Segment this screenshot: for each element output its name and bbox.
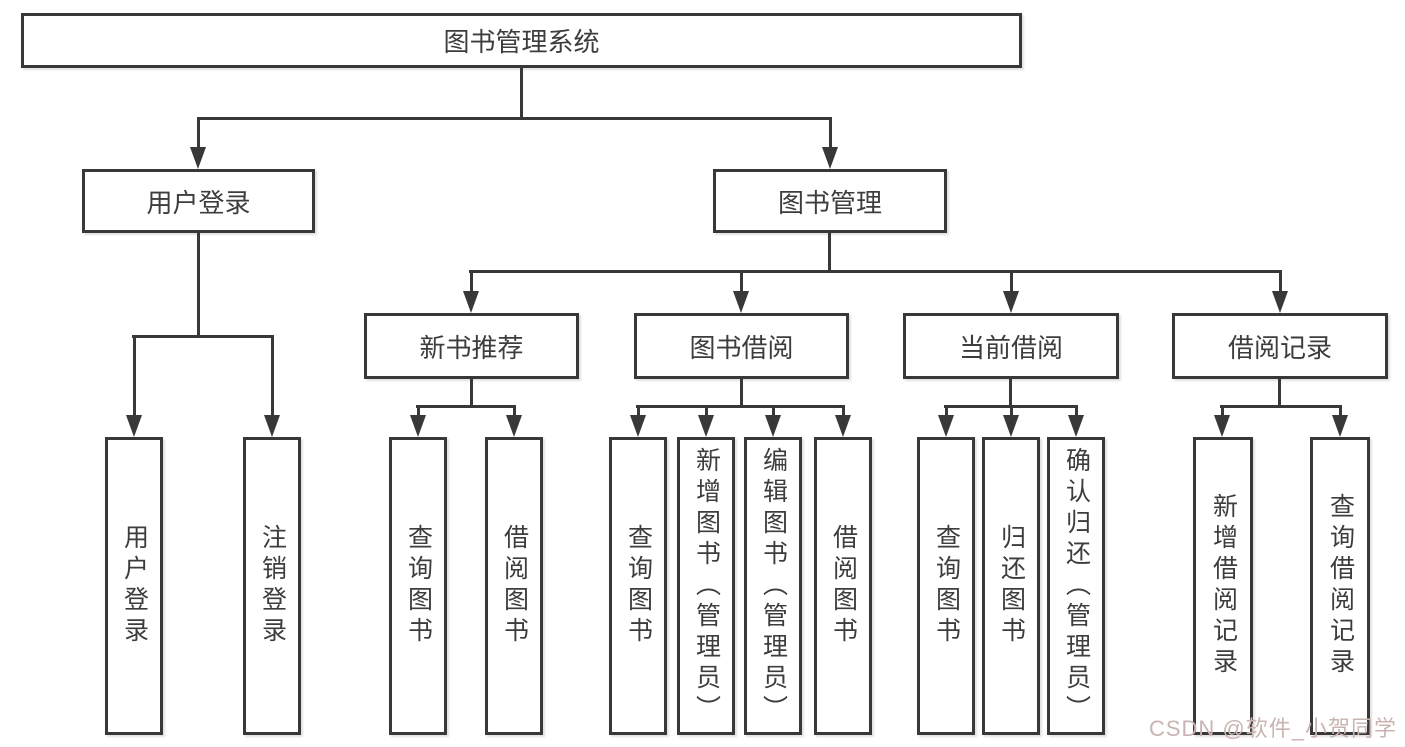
node-book-borrow: 图书借阅 xyxy=(634,313,849,379)
leaf-query-borrow-record: 查询借阅记录 xyxy=(1310,437,1370,735)
leaf-borrow-book-1: 借阅图书 xyxy=(485,437,543,735)
arrow-down-icon xyxy=(463,273,479,313)
leaf-return-book: 归还图书 xyxy=(982,437,1040,735)
arrow-down-icon xyxy=(938,408,954,437)
arrow-down-icon xyxy=(765,408,781,437)
connector-line xyxy=(520,68,523,118)
node-current-borrow: 当前借阅 xyxy=(903,313,1119,379)
connector-line xyxy=(197,233,200,338)
leaf-query-book-1: 查询图书 xyxy=(389,437,447,735)
arrow-down-icon xyxy=(835,408,851,437)
arrow-down-icon xyxy=(1003,273,1019,313)
connector-line xyxy=(828,233,831,273)
node-new-book-recommend: 新书推荐 xyxy=(364,313,579,379)
connector-line xyxy=(740,379,743,408)
arrow-down-icon xyxy=(126,338,142,437)
arrow-down-icon xyxy=(733,273,749,313)
leaf-logout: 注销登录 xyxy=(243,437,301,735)
arrow-down-icon xyxy=(1068,408,1084,437)
arrow-down-icon xyxy=(630,408,646,437)
arrow-down-icon xyxy=(190,120,206,169)
arrow-down-icon xyxy=(822,120,838,169)
arrow-down-icon xyxy=(410,408,426,437)
connector-line xyxy=(1220,405,1342,408)
node-user-login: 用户登录 xyxy=(82,169,315,233)
arrow-down-icon xyxy=(698,408,714,437)
leaf-query-book-3: 查询图书 xyxy=(917,437,975,735)
connector-line xyxy=(1009,379,1012,408)
connector-line xyxy=(197,117,832,120)
connector-line xyxy=(1278,379,1281,408)
connector-line xyxy=(469,270,1282,273)
arrow-down-icon xyxy=(1272,273,1288,313)
leaf-borrow-book-2: 借阅图书 xyxy=(814,437,872,735)
arrow-down-icon xyxy=(264,338,280,437)
arrow-down-icon xyxy=(1003,408,1019,437)
connector-line xyxy=(470,379,473,408)
connector-line xyxy=(416,405,516,408)
arrow-down-icon xyxy=(1332,408,1348,437)
leaf-edit-book-admin: 编辑图书（管理员） xyxy=(744,437,802,735)
leaf-user-login: 用户登录 xyxy=(105,437,163,735)
arrow-down-icon xyxy=(1214,408,1230,437)
node-borrow-record: 借阅记录 xyxy=(1172,313,1388,379)
node-book-management: 图书管理 xyxy=(713,169,947,233)
leaf-query-book-2: 查询图书 xyxy=(609,437,667,735)
leaf-add-book-admin: 新增图书（管理员） xyxy=(677,437,735,735)
arrow-down-icon xyxy=(506,408,522,437)
connector-line xyxy=(132,335,274,338)
connector-line xyxy=(636,405,845,408)
leaf-confirm-return-admin: 确认归还（管理员） xyxy=(1047,437,1105,735)
connector-line xyxy=(944,405,1078,408)
node-library-system: 图书管理系统 xyxy=(21,13,1022,68)
watermark: CSDN @软件_小贺同学 xyxy=(1148,716,1397,741)
leaf-add-borrow-record: 新增借阅记录 xyxy=(1193,437,1253,735)
